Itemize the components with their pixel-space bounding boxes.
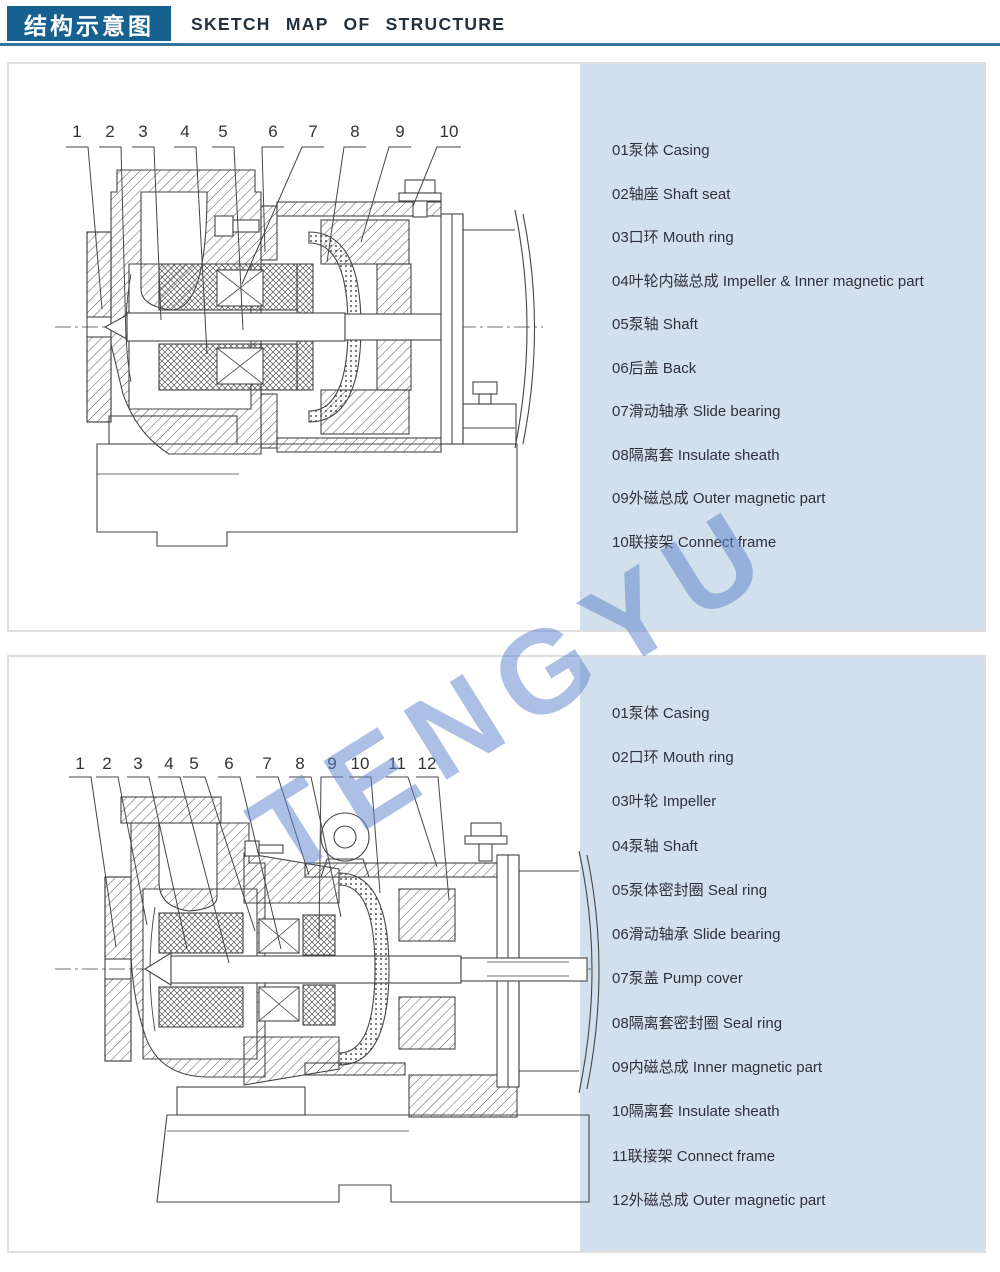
part-item: 04泵轴 Shaft <box>612 838 698 855</box>
figure-number: 5 <box>189 754 199 773</box>
figure-number: 4 <box>164 754 174 773</box>
figure-number: 9 <box>395 122 405 141</box>
section-badge: 结构示意图 <box>7 6 171 41</box>
part-item: 08隔离套 Insulate sheath <box>612 447 780 464</box>
part-item: 09外磁总成 Outer magnetic part <box>612 490 826 507</box>
figure-number: 12 <box>417 754 437 773</box>
part-item: 12外磁总成 Outer magnetic part <box>612 1192 826 1209</box>
insulate-sheath <box>308 231 362 423</box>
leader-lines <box>66 146 461 355</box>
casing <box>86 169 262 455</box>
figure-number: 2 <box>102 754 112 773</box>
pump-sectional-drawing-bottom <box>55 776 600 1203</box>
part-item: 03叶轮 Impeller <box>612 793 717 810</box>
figure-number: 3 <box>133 754 143 773</box>
part-item: 06滑动轴承 Slide bearing <box>612 926 781 943</box>
part-item: 01泵体 Casing <box>612 705 710 722</box>
part-item: 09内磁总成 Inner magnetic part <box>612 1059 823 1076</box>
pump-sectional-drawing-top <box>55 146 543 547</box>
part-item: 03口环 Mouth ring <box>612 229 734 246</box>
figure-number: 2 <box>105 122 115 141</box>
figure-number: 6 <box>268 122 278 141</box>
figure-number: 7 <box>308 122 318 141</box>
impeller <box>143 906 244 1032</box>
part-item: 01泵体 Casing <box>612 142 710 159</box>
part-item: 11联接架 Connect frame <box>612 1148 776 1165</box>
figure-number: 8 <box>295 754 305 773</box>
back-cover <box>214 205 278 449</box>
motor <box>440 209 536 449</box>
figure-number: 3 <box>138 122 148 141</box>
base-pedestal <box>156 1086 590 1203</box>
structure-panel-top: 01泵体 Casing 02轴座 Shaft seat 03口环 Mouth r… <box>7 62 986 632</box>
figure-number: 1 <box>75 754 85 773</box>
page-title: SKETCH MAP OF STRUCTURE <box>191 14 506 34</box>
part-item: 06后盖 Back <box>612 360 697 377</box>
figure-number: 7 <box>262 754 272 773</box>
header-divider <box>0 43 1000 46</box>
parts-list-top: 01泵体 Casing 02轴座 Shaft seat 03口环 Mouth r… <box>580 64 984 630</box>
part-item: 02口环 Mouth ring <box>612 749 734 766</box>
figure-number: 10 <box>350 754 370 773</box>
part-item: 05泵轴 Shaft <box>612 316 698 333</box>
figure-number: 11 <box>388 754 406 773</box>
part-item: 07滑动轴承 Slide bearing <box>612 403 781 420</box>
shaft <box>103 312 346 342</box>
motor <box>460 850 600 1094</box>
structure-panel-bottom: 01泵体 Casing 02口环 Mouth ring 03叶轮 Impelle… <box>7 655 986 1253</box>
leader-lines <box>69 776 450 964</box>
figure-number: 9 <box>327 754 337 773</box>
part-item: 04叶轮内磁总成 Impeller & Inner magnetic part <box>612 273 924 290</box>
figure-number: 10 <box>439 122 459 141</box>
part-item: 10联接架 Connect frame <box>612 534 777 551</box>
part-item: 08隔离套密封圈 Seal ring <box>612 1015 783 1032</box>
shaft <box>170 955 462 984</box>
part-item: 02轴座 Shaft seat <box>612 186 731 203</box>
figure-number: 1 <box>72 122 82 141</box>
figure-number: 5 <box>218 122 228 141</box>
figure-number: 4 <box>180 122 190 141</box>
figure-number: 8 <box>350 122 360 141</box>
part-item: 10隔离套 Insulate sheath <box>612 1103 780 1120</box>
part-item: 07泵盖 Pump cover <box>612 970 743 987</box>
figure-number: 6 <box>224 754 234 773</box>
outer-magnet-connect-frame <box>276 179 442 453</box>
slide-bearing <box>258 918 300 1022</box>
parts-list-bottom: 01泵体 Casing 02口环 Mouth ring 03叶轮 Impelle… <box>580 657 984 1251</box>
casing <box>104 796 266 1078</box>
impeller-inner-magnet <box>158 263 314 391</box>
part-item: 05泵体密封圈 Seal ring <box>612 882 768 899</box>
